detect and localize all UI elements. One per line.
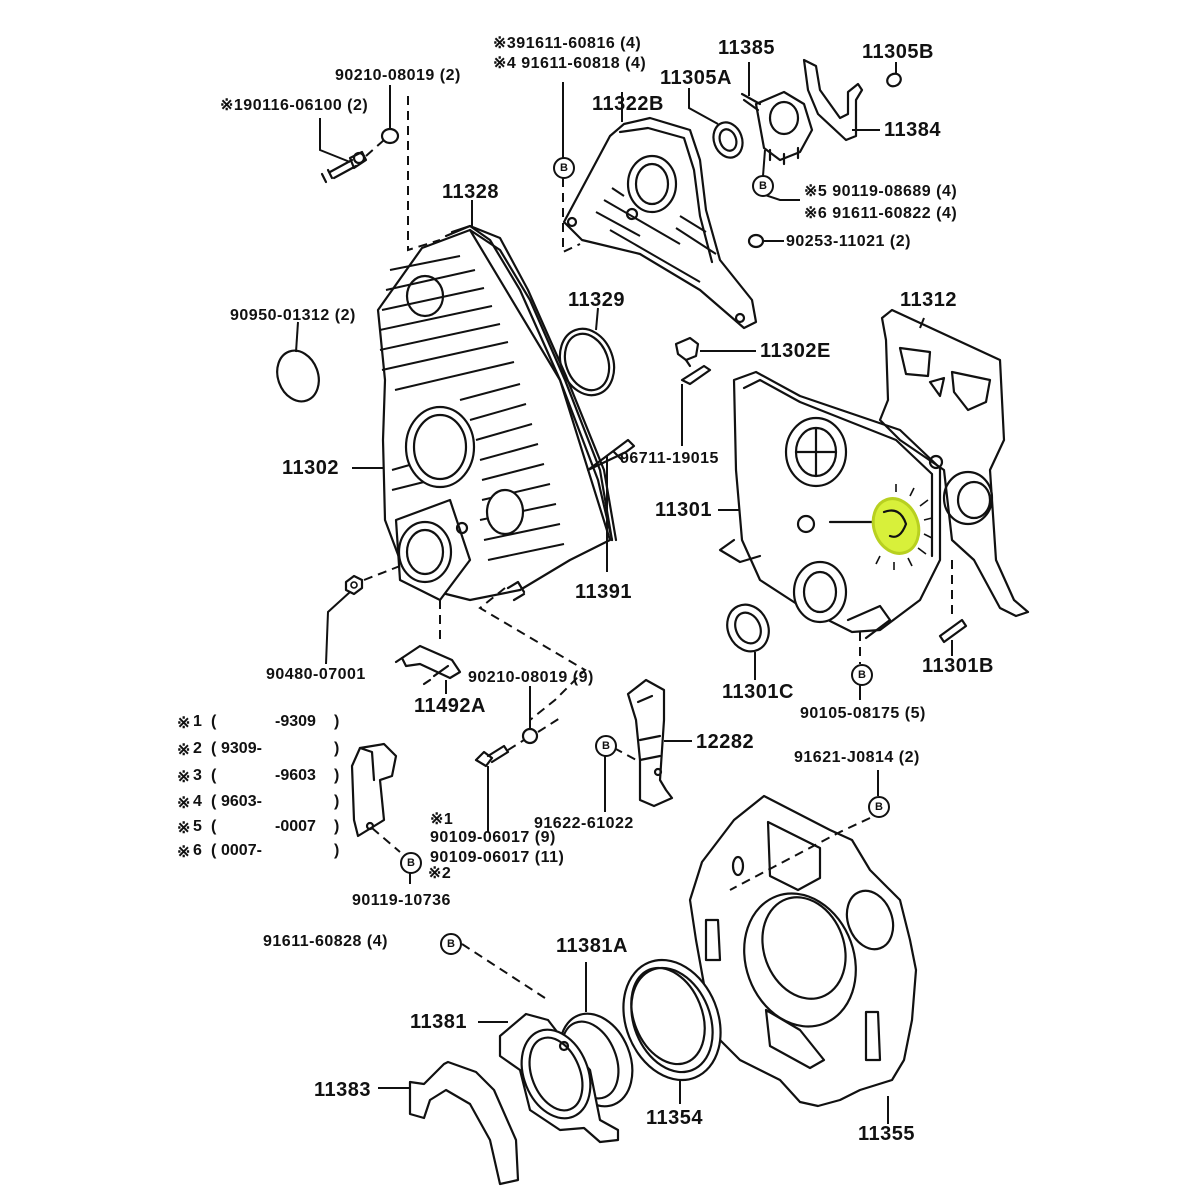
part-label: 11302E	[760, 340, 831, 362]
part-label: 11301B	[922, 655, 994, 677]
part-label: 90210-08019 (9)	[468, 669, 594, 686]
part-label: 90253-11021 (2)	[786, 233, 911, 250]
retainer-11381-drawing	[498, 1012, 620, 1144]
bracket-11492A-drawing	[394, 644, 462, 686]
part-label: 90105-08175 (5)	[800, 705, 926, 722]
bolt-marker: B	[595, 735, 617, 757]
seal-11354-drawing	[622, 958, 722, 1082]
bracket-90119-drawing	[350, 742, 398, 838]
bolt-marker: B	[851, 664, 873, 686]
part-label: 11492A	[414, 695, 486, 717]
seal-11301C-drawing	[726, 603, 770, 653]
part-label: ※5 90119-08689 (4)	[804, 183, 958, 200]
part-label: ※4 91611-60818 (4)	[493, 55, 647, 72]
part-label: 11329	[568, 289, 626, 311]
timing-cover-11302-drawing	[376, 224, 618, 602]
part-label: ※391611-60816 (4)	[493, 35, 642, 52]
bolt-90109-drawing	[474, 744, 510, 768]
part-label: 11385	[718, 37, 776, 59]
part-label: 11381A	[556, 935, 628, 957]
part-label: ※6 91611-60822 (4)	[804, 205, 958, 222]
part-label: 11354	[646, 1107, 704, 1129]
part-label: 11328	[442, 181, 500, 203]
plug-11305B-drawing	[886, 72, 902, 88]
part-label: 11322B	[592, 93, 664, 115]
gear-case-11301-drawing	[718, 370, 994, 640]
bolt-marker: B	[400, 852, 422, 874]
part-label: 90109-06017 (9)	[430, 829, 556, 846]
bolt-marker: B	[752, 175, 774, 197]
gasket-11384-drawing	[802, 58, 864, 142]
part-label: 12282	[696, 731, 755, 753]
part-label: ※190116-06100 (2)	[220, 97, 369, 114]
plug-96711-drawing	[680, 364, 712, 386]
part-label: 91621-J0814 (2)	[794, 749, 920, 766]
part-label: 90109-06017 (11)	[430, 849, 565, 866]
part-label: 11383	[314, 1079, 372, 1101]
oring-90950-drawing	[276, 349, 320, 403]
part-label: 90480-07001	[266, 666, 366, 683]
pin-11391-drawing	[586, 438, 636, 472]
part-label: 11301C	[722, 681, 794, 703]
part-label: ※2	[428, 865, 452, 882]
part-label: 11305A	[660, 67, 732, 89]
stud-11301B-drawing	[938, 618, 968, 644]
part-label: 90119-10736	[352, 892, 451, 909]
bolt-90116-drawing	[320, 150, 368, 184]
part-label: ※1	[430, 811, 454, 828]
part-label: 11312	[900, 289, 958, 311]
gasket-11312-drawing	[878, 308, 1030, 618]
seal-11329-drawing	[558, 327, 616, 397]
part-label: 96711-19015	[620, 450, 719, 467]
bolt-marker: B	[553, 157, 575, 179]
end-plate-11355-drawing	[688, 794, 918, 1108]
bolt-marker: B	[440, 933, 462, 955]
part-label: 11384	[884, 119, 942, 141]
retainer-11385-drawing	[740, 90, 814, 166]
washer-90480-drawing	[344, 574, 364, 596]
washer-90210-drawing	[380, 127, 400, 145]
part-label: 11355	[858, 1123, 916, 1145]
cap-11302E-drawing	[674, 336, 700, 368]
seal-11305A-drawing	[712, 121, 744, 159]
part-label: 91622-61022	[534, 815, 634, 832]
plate-11322B-drawing	[562, 116, 758, 330]
part-label: 11381	[410, 1011, 468, 1033]
bolt-marker: B	[868, 796, 890, 818]
part-label: 90210-08019 (2)	[335, 67, 461, 84]
washer-90210-lower-drawing	[521, 727, 539, 745]
part-label: 11302	[282, 457, 340, 479]
part-label: 11305B	[862, 41, 934, 63]
gasket-11383-drawing	[408, 1060, 520, 1186]
bracket-12282-drawing	[626, 678, 674, 808]
part-label: 90950-01312 (2)	[230, 307, 356, 324]
part-label: 11301	[655, 499, 713, 521]
pin-90253-drawing	[747, 233, 765, 249]
part-label: 11391	[575, 581, 633, 603]
part-label: 91611-60828 (4)	[263, 933, 388, 950]
